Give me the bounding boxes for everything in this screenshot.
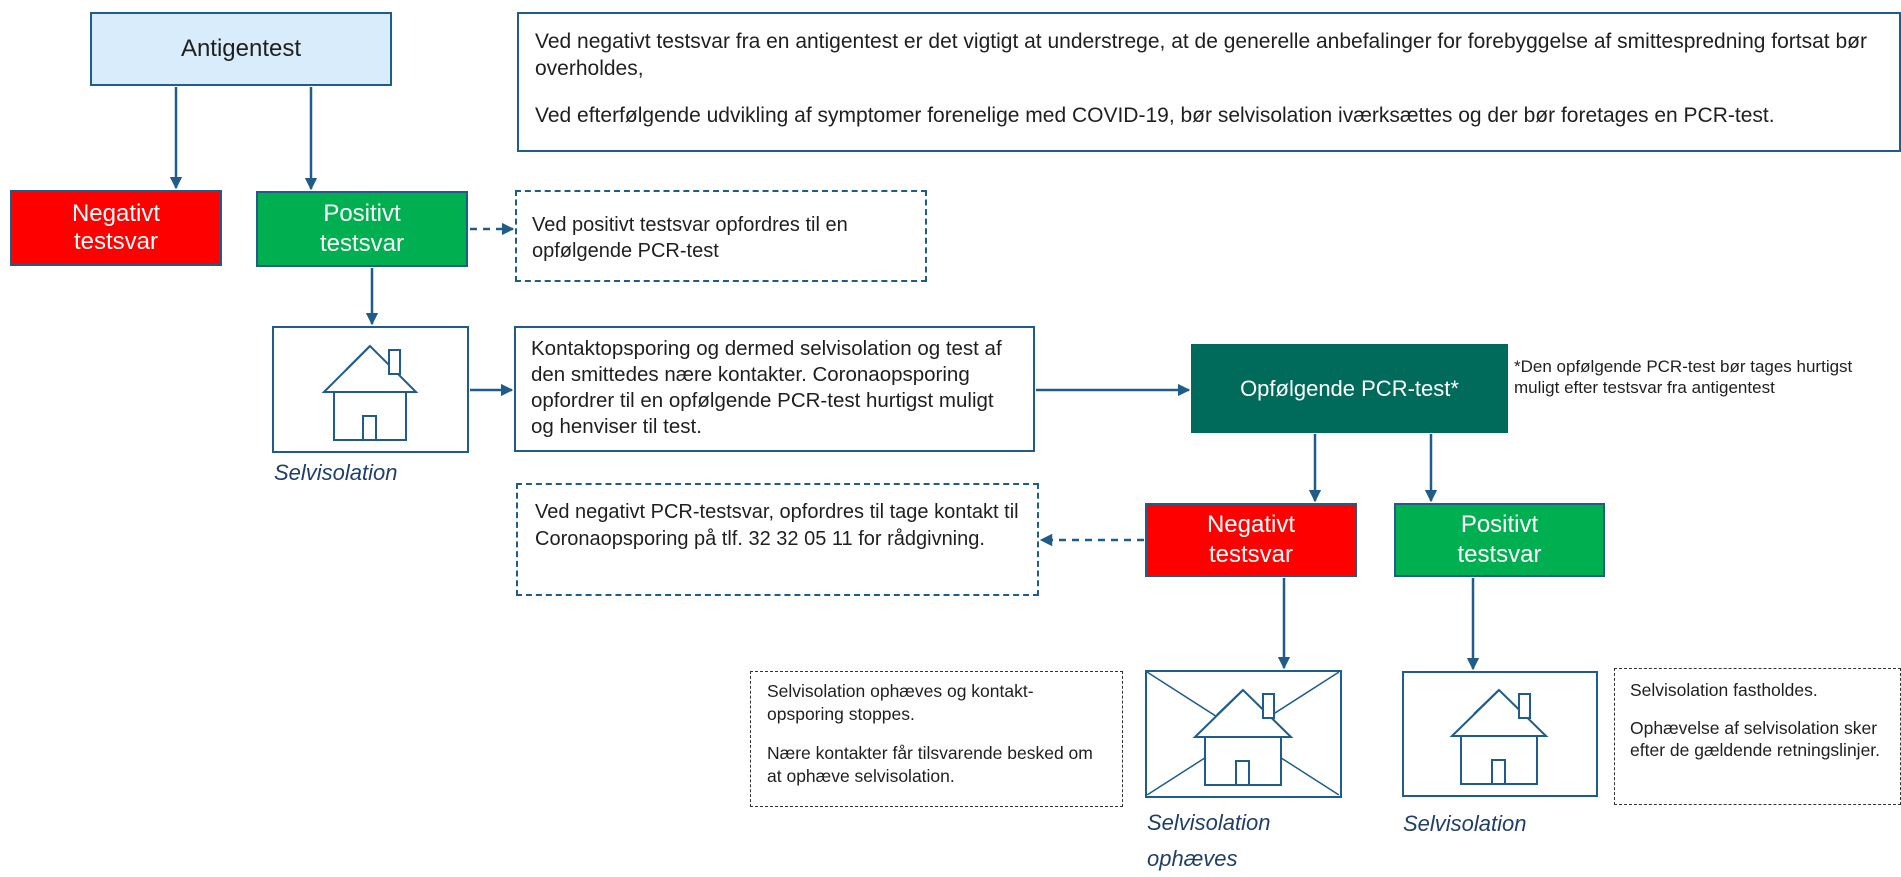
pcr-positive-line2: testsvar: [1457, 541, 1542, 568]
selvisolation-label-2: Selvisolation: [1403, 811, 1527, 836]
info-box-top: Ved negativt testsvar fra en antigentest…: [517, 12, 1901, 152]
house-icon: [321, 344, 419, 441]
pcr-negative-result-box: Negativt testsvar: [1145, 503, 1357, 577]
pcr-test-box: Opfølgende PCR-test*: [1191, 344, 1508, 433]
selvisolation-house-box-2: [1402, 671, 1598, 797]
selvisolation-label-1: Selvisolation: [274, 460, 398, 485]
info-top-paragraph-1: Ved negativt testsvar fra en antigentest…: [535, 30, 1867, 80]
antigentest-label: Antigentest: [180, 35, 302, 62]
antigen-negative-line2: testsvar: [73, 228, 159, 255]
pcr-positive-line1: Positivt: [1460, 511, 1539, 538]
pcr-negative-note-box: Ved negativt PCR-testsvar, opfordres til…: [516, 483, 1039, 596]
antigen-negative-line1: Negativt: [71, 200, 161, 227]
antigentest-box: Antigentest: [90, 12, 392, 86]
pcr-positive-result-box: Positivt testsvar: [1394, 503, 1605, 577]
contact-tracing-text: Kontaktopsporing og dermed selvisolation…: [531, 337, 1002, 438]
antigen-positive-line1: Positivt: [323, 200, 401, 227]
pcr-test-label: Opfølgende PCR-test*: [1240, 375, 1459, 401]
positive-note-box: Ved positivt testsvar opfordres til en o…: [515, 190, 927, 282]
selvisolation-lifted-label-line1: Selvisolation: [1147, 810, 1271, 835]
positive-note-text: Ved positivt testsvar opfordres til en o…: [532, 214, 848, 262]
selvisolation-lifted-note: Selvisolation ophæves og kontakt-opspori…: [750, 671, 1123, 807]
contact-tracing-box: Kontaktopsporing og dermed selvisolation…: [514, 326, 1035, 452]
selvisolation-lifted-house-box: [1145, 670, 1342, 798]
antigen-negative-result-box: Negativt testsvar: [10, 190, 222, 266]
selvisolation-lifted-label: Selvisolation ophæves: [1147, 805, 1271, 877]
selvisolation-lifted-label-line2: ophæves: [1147, 846, 1238, 871]
lifted-note-paragraph-2: Nære kontakter får tilsvarende besked om…: [767, 743, 1093, 786]
pcr-negative-line1: Negativt: [1206, 511, 1296, 538]
crossed-house-icon: [1146, 671, 1340, 796]
info-top-paragraph-2: Ved efterfølgende udvikling af symptomer…: [535, 104, 1775, 127]
maintained-note-paragraph-2: Ophævelse af selvisolation sker efter de…: [1630, 718, 1881, 760]
selvisolation-maintained-note: Selvisolation fastholdes. Ophævelse af s…: [1614, 668, 1901, 805]
pcr-footnote-text: *Den opfølgende PCR-test bør tages hurti…: [1514, 357, 1853, 397]
antigen-positive-result-box: Positivt testsvar: [256, 191, 468, 267]
pcr-negative-note-text: Ved negativt PCR-testsvar, opfordres til…: [535, 501, 1019, 550]
pcr-negative-line2: testsvar: [1208, 541, 1294, 568]
selvisolation-house-box-1: [272, 326, 469, 453]
maintained-note-paragraph-1: Selvisolation fastholdes.: [1630, 680, 1818, 700]
house-icon: [1449, 688, 1549, 785]
lifted-note-paragraph-1: Selvisolation ophæves og kontakt-opspori…: [767, 681, 1034, 724]
antigen-positive-line2: testsvar: [319, 230, 405, 257]
pcr-footnote: *Den opfølgende PCR-test bør tages hurti…: [1514, 356, 1884, 398]
